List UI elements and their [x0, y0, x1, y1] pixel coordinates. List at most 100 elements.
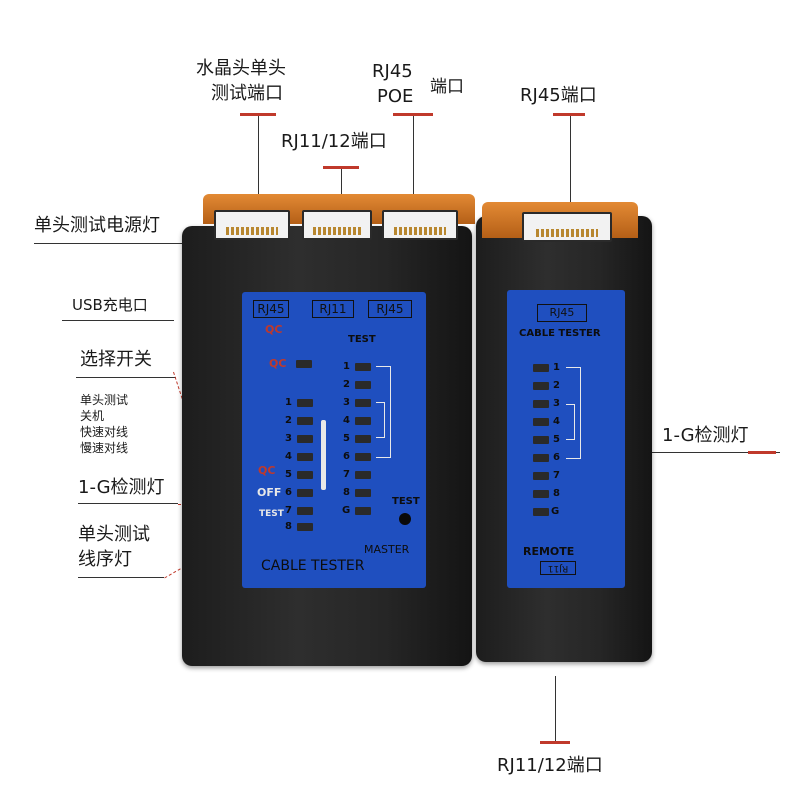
leader-line — [76, 377, 176, 378]
master-right-led-num: 2 — [343, 379, 350, 390]
remote-led-num: 6 — [553, 452, 560, 463]
remote-led — [533, 472, 549, 480]
remote-led-num: 7 — [553, 470, 560, 481]
master-right-led-num: 7 — [343, 469, 350, 480]
master-left-led — [297, 523, 313, 531]
callout-selector-switch: 选择开关 — [80, 349, 152, 370]
remote-led — [533, 508, 549, 516]
master-port-rj11[interactable] — [302, 210, 372, 240]
remote-led — [533, 490, 549, 498]
master-right-led-num: 3 — [343, 397, 350, 408]
master-pair-bracket — [376, 366, 391, 458]
master-test-header: TEST — [348, 334, 376, 345]
master-right-led — [355, 399, 371, 407]
remote-led — [533, 454, 549, 462]
callout-tick — [553, 113, 585, 116]
master-box-rj11: RJ11 — [312, 300, 354, 318]
remote-led-num: 8 — [553, 488, 560, 499]
remote-label: REMOTE — [523, 545, 575, 558]
master-right-led-num: G — [342, 505, 351, 516]
master-left-led — [297, 417, 313, 425]
callout-g-led-right: 1-G检测灯 — [662, 425, 749, 446]
leader-line — [258, 116, 259, 216]
callout-tick — [323, 166, 359, 169]
remote-led-num: 3 — [553, 398, 560, 409]
callout-tick — [240, 113, 276, 116]
master-left-led-num: 3 — [285, 433, 292, 444]
master-left-led — [297, 399, 313, 407]
remote-led-num: 1 — [553, 362, 560, 373]
remote-box-rj11: RJ11 — [540, 561, 576, 575]
callout-rj11-bottom: RJ11/12端口 — [497, 755, 603, 776]
master-right-led — [355, 363, 371, 371]
master-right-led — [355, 453, 371, 461]
callout-usb: USB充电口 — [72, 296, 148, 314]
master-left-led — [297, 489, 313, 497]
remote-pair-bracket — [566, 367, 581, 459]
master-left-led — [297, 507, 313, 515]
master-test-button-label: TEST — [392, 496, 420, 507]
leader-line — [78, 503, 178, 504]
master-selector-switch[interactable] — [321, 420, 326, 490]
master-left-led-num: 1 — [285, 397, 292, 408]
callout-rj45-poe-suffix: 端口 — [430, 77, 464, 97]
leader-line — [570, 116, 571, 218]
leader-line — [78, 577, 164, 578]
callout-rj45-poe-line2: POE — [377, 86, 414, 107]
callout-crystal-head-line2: 测试端口 — [211, 83, 283, 104]
master-right-led-num: 6 — [343, 451, 350, 462]
callout-switch-mode-0: 单头测试 — [80, 393, 129, 407]
master-pair-bracket — [376, 402, 385, 438]
master-left-led — [297, 471, 313, 479]
master-qc-led — [296, 360, 312, 368]
callout-rj45-remote: RJ45端口 — [520, 85, 597, 106]
callout-crystal-head-line1: 水晶头单头 — [196, 58, 286, 79]
master-right-led-num: 1 — [343, 361, 350, 372]
leader-line — [62, 320, 174, 321]
remote-box-rj45: RJ45 — [537, 304, 587, 322]
master-face-panel — [242, 292, 426, 588]
callout-switch-mode-1: 关机 — [80, 409, 105, 423]
master-left-led-num: 5 — [285, 469, 292, 480]
master-right-led-num: 5 — [343, 433, 350, 444]
leader-line — [34, 243, 184, 244]
callout-single-wire-line1: 单头测试 — [78, 524, 150, 545]
master-right-led — [355, 435, 371, 443]
callout-tick — [393, 113, 433, 116]
callout-tick — [748, 451, 776, 454]
master-left-led — [297, 453, 313, 461]
master-left-led-num: 4 — [285, 451, 292, 462]
remote-led — [533, 400, 549, 408]
master-right-led-num: 4 — [343, 415, 350, 426]
master-right-led — [355, 489, 371, 497]
remote-brand: CABLE TESTER — [519, 328, 601, 339]
callout-rj45-poe-line1: RJ45 — [372, 61, 413, 82]
remote-led — [533, 382, 549, 390]
master-mode-qc: QC — [258, 464, 276, 477]
remote-led-num: 4 — [553, 416, 560, 427]
master-left-led-num: 7 — [285, 505, 292, 516]
leader-line — [600, 452, 780, 453]
master-port-rj45-poe[interactable] — [382, 210, 458, 240]
master-brand: CABLE TESTER — [261, 558, 365, 574]
master-label: MASTER — [364, 543, 410, 556]
remote-port-rj45[interactable] — [522, 212, 612, 242]
master-box-rj45-b: RJ45 — [368, 300, 412, 318]
master-mode-off: OFF — [257, 486, 282, 499]
leader-line — [555, 676, 556, 742]
master-port-rj45-single[interactable] — [214, 210, 290, 240]
remote-led-num: 5 — [553, 434, 560, 445]
master-mode-test: TEST — [259, 509, 284, 519]
callout-switch-mode-3: 慢速对线 — [80, 441, 129, 455]
remote-led-num: 2 — [553, 380, 560, 391]
callout-single-wire-line2: 线序灯 — [78, 549, 132, 570]
master-right-led — [355, 507, 371, 515]
master-qc-led-label: QC — [269, 357, 287, 370]
master-right-led — [355, 381, 371, 389]
master-left-led-num: 8 — [285, 521, 292, 532]
master-test-button[interactable] — [399, 513, 411, 525]
remote-led — [533, 364, 549, 372]
callout-rj11-top: RJ11/12端口 — [281, 131, 387, 152]
callout-switch-mode-2: 快速对线 — [80, 425, 129, 439]
callout-single-power-led: 单头测试电源灯 — [34, 215, 160, 236]
